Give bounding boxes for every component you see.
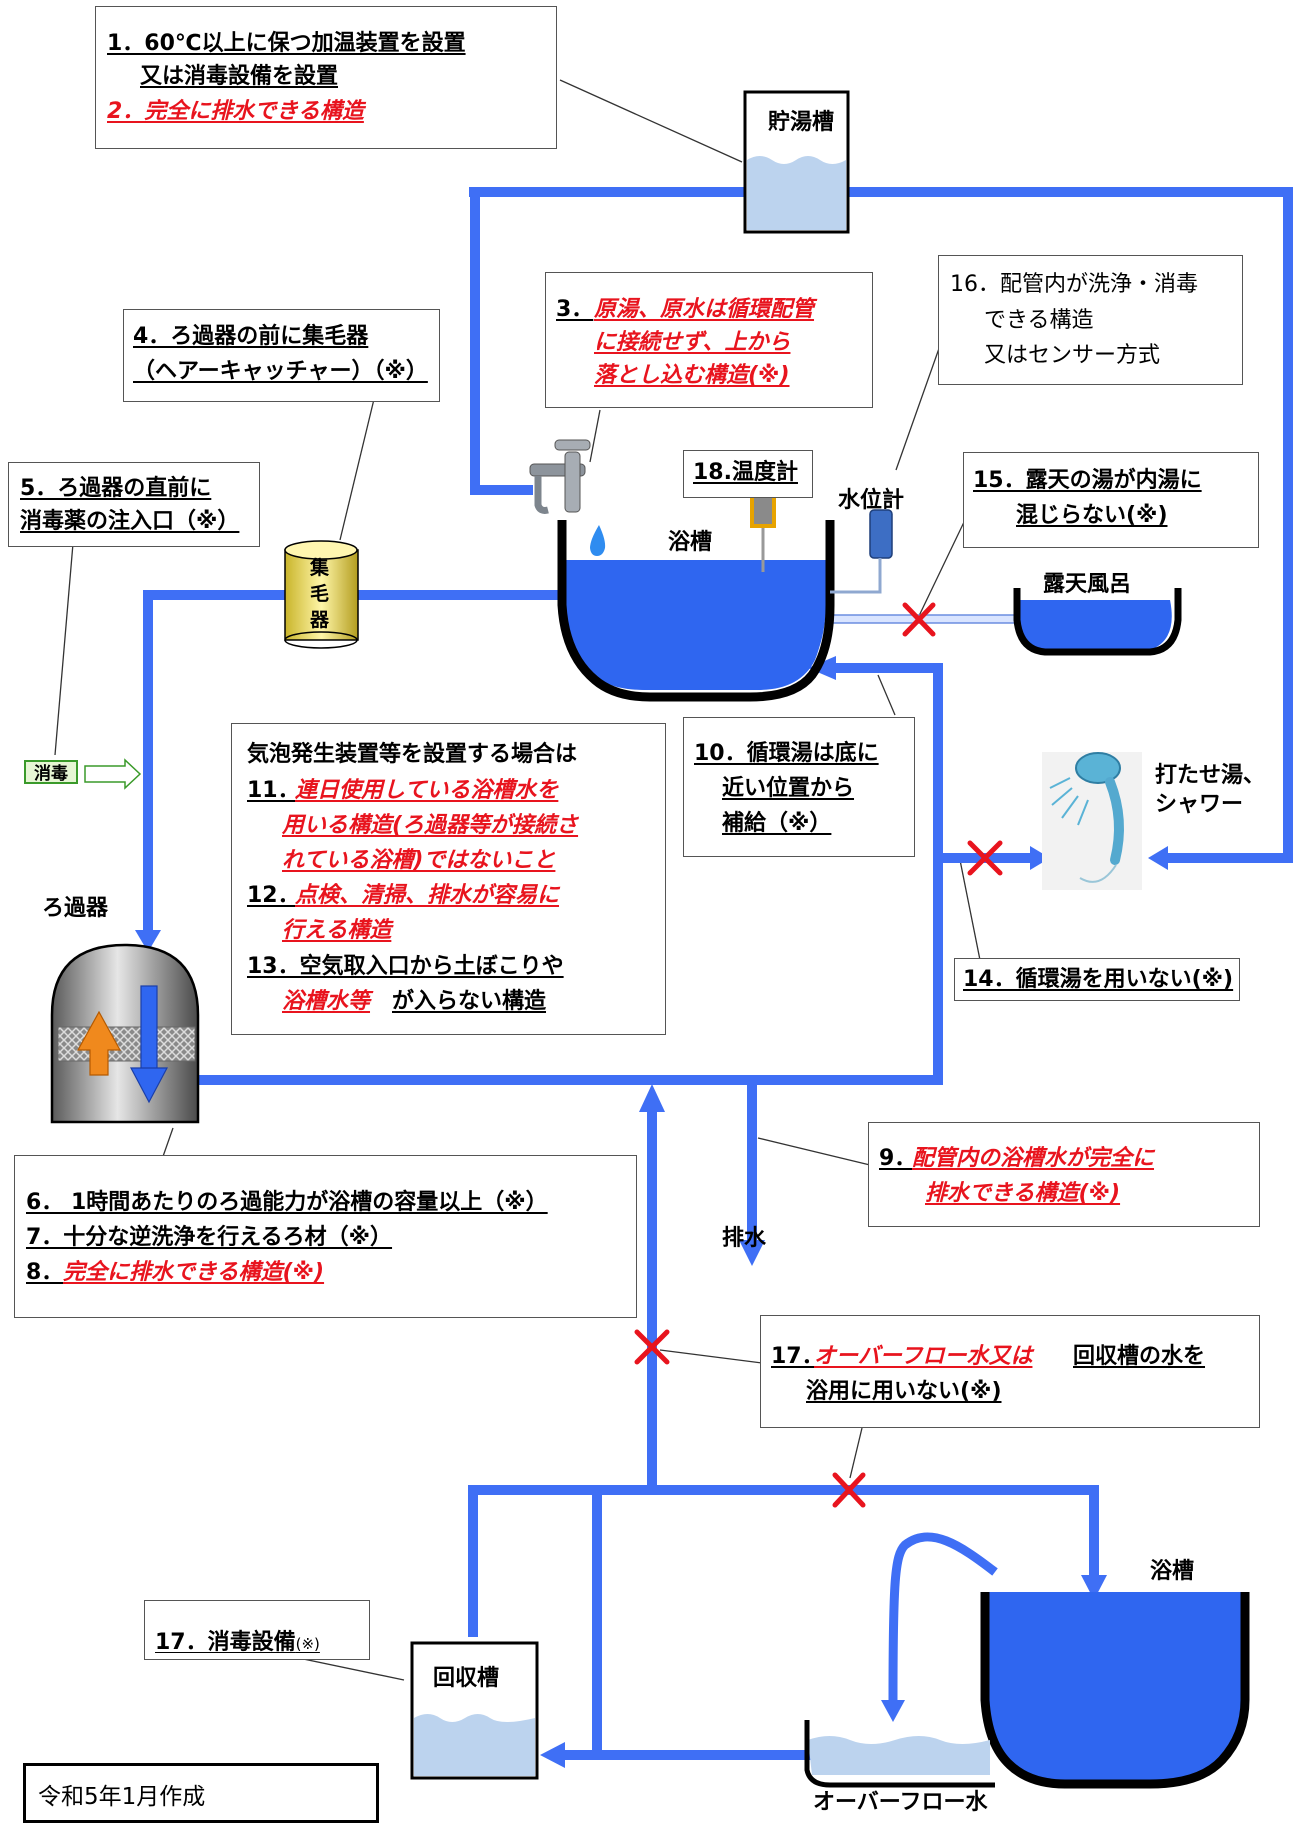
note-box-17b	[144, 1600, 370, 1660]
note-box-15	[963, 452, 1259, 548]
note-18: 18.温度計	[693, 460, 798, 485]
bathtub-2	[980, 1592, 1250, 1789]
note-5-line-1: 5．ろ過器の直前に	[20, 476, 212, 501]
main-bathtub	[557, 515, 835, 702]
note-9-line-1: 配管内の浴槽水が完全に	[912, 1146, 1155, 1171]
note-12-line-2: 行える構造	[282, 918, 392, 943]
note-8: 完全に排水できる構造(※)	[63, 1260, 325, 1285]
overflow-tray	[804, 1720, 995, 1788]
note-10-line-3: 補給（※）	[722, 811, 832, 836]
note-7: 7．十分な逆洗浄を行えるろ材（※）	[26, 1225, 393, 1250]
note-13-line-1: 13．空気取入口から土ぼこりや	[247, 954, 564, 979]
note-17a-number: 17．	[771, 1344, 824, 1369]
recovery-tank	[410, 1641, 539, 1780]
label-disinfect: 消毒	[24, 760, 78, 784]
note-box-1	[95, 6, 557, 149]
note-12-number: 12．	[247, 883, 300, 908]
cross-outdoor	[902, 602, 936, 637]
note-10-line-2: 近い位置から	[722, 776, 855, 801]
cross-recovery	[634, 1329, 670, 1365]
note-1-line-2: 又は消毒設備を設置	[140, 64, 339, 89]
note-box-4	[123, 309, 440, 402]
note-16-line-2: できる構造	[984, 308, 1094, 333]
note-4-line-1: 4．ろ過器の前に集毛器	[133, 324, 369, 349]
note-box-18	[683, 450, 813, 498]
note-box-14	[954, 958, 1240, 1001]
note-box-16	[938, 255, 1243, 385]
note-box-10	[683, 717, 915, 857]
shower-head-icon	[1042, 752, 1142, 890]
created-date: 令和5年1月作成	[38, 1784, 206, 1810]
note-17b-small: (※)	[295, 1635, 320, 1653]
overflow-pipe-arc	[888, 1532, 998, 1701]
note-17a-line-2: 浴用に用いない(※)	[806, 1379, 1002, 1404]
note-11-number: 11．	[247, 778, 300, 803]
note-15-line-1: 15．露天の湯が内湯に	[973, 468, 1202, 493]
note-11-line-3: れている浴槽)ではないこと	[282, 848, 556, 873]
note-box-17a	[760, 1315, 1260, 1428]
cross-shower	[967, 840, 1003, 876]
note-11-line-2: 用いる構造(ろ過器等が接続さ	[282, 813, 579, 838]
note-box-bubble	[231, 723, 666, 1035]
note-12-line-1: 点検、清掃、排水が容易に	[295, 883, 560, 908]
bubble-title: 気泡発生装置等を設置する場合は	[247, 742, 578, 767]
note-2: 2．完全に排水できる構造	[107, 99, 364, 124]
red-crosses	[634, 602, 1003, 1508]
label-filter: ろ過器	[42, 896, 109, 921]
note-14: 14．循環湯を用いない(※)	[963, 967, 1234, 992]
arrow-heads	[135, 656, 1168, 1768]
note-box-5	[8, 462, 260, 547]
note-9-line-2: 排水できる構造(※)	[925, 1181, 1121, 1206]
note-3-number: 3．	[556, 297, 594, 322]
note-17b-main: 17．消毒設備	[155, 1630, 296, 1655]
note-17b: 17．消毒設備(※)	[155, 1626, 320, 1666]
label-drain: 排水	[722, 1226, 767, 1251]
note-box-3	[545, 272, 873, 408]
note-3-line-1: 原湯、原水は循環配管	[594, 297, 815, 322]
water-level-gauge-icon	[830, 509, 893, 594]
label-water-level: 水位計	[838, 488, 905, 513]
storage-tank	[743, 90, 850, 234]
filter-icon	[50, 943, 200, 1124]
label-overflow-water: オーバーフロー水	[813, 1790, 988, 1815]
note-10-line-1: 10．循環湯は底に	[694, 741, 879, 766]
label-bathtub: 浴槽	[668, 530, 713, 555]
note-4-line-2: （ヘアーキャッチャー）（※）	[133, 359, 428, 384]
label-outdoor-bath: 露天風呂	[1043, 572, 1132, 597]
label-hair-catcher: 集毛器	[310, 557, 330, 631]
note-16-line-3: 又はセンサー方式	[984, 343, 1161, 368]
label-bathtub-2: 浴槽	[1150, 1559, 1195, 1584]
hair-catcher-icon	[284, 540, 359, 649]
note-1-line-1: 1．60℃以上に保つ加温装置を設置	[107, 31, 466, 56]
outdoor-bath	[1013, 588, 1182, 656]
leader-lines	[54, 79, 981, 1681]
cross-overflow	[832, 1472, 866, 1508]
disinfect-arrow-icon	[84, 758, 142, 790]
label-shower-2: シャワー	[1155, 792, 1244, 817]
note-3-line-3: 落とし込む構造(※)	[594, 363, 790, 388]
note-8-number: 8．	[26, 1260, 64, 1285]
note-9-number: 9．	[879, 1146, 917, 1171]
thermometer-icon	[750, 494, 776, 572]
label-shower-1: 打たせ湯、	[1155, 763, 1266, 788]
note-15-line-2: 混じらない(※)	[1016, 503, 1168, 528]
label-recovery-tank: 回収槽	[433, 1666, 500, 1691]
note-5-line-2: 消毒薬の注入口（※）	[20, 509, 240, 534]
note-box-6-8	[14, 1155, 637, 1318]
note-16-line-1: 16．配管内が洗浄・消毒	[950, 272, 1198, 297]
faucet-icon	[529, 439, 606, 556]
note-6: 6． 1時間あたりのろ過能力が浴槽の容量以上（※）	[26, 1190, 548, 1215]
note-13-line-2-red: 浴槽水等	[282, 989, 371, 1014]
note-13-line-2-rest: が入らない構造	[392, 989, 547, 1014]
note-3-line-2: に接続せず、上から	[594, 330, 791, 355]
pipes	[143, 187, 1293, 1760]
note-17a-red: オーバーフロー水又は	[814, 1344, 1033, 1369]
note-box-9	[868, 1122, 1260, 1227]
label-storage-tank: 貯湯槽	[768, 110, 835, 135]
note-17a-rest: 回収槽の水を	[1073, 1344, 1206, 1369]
note-11-line-1: 連日使用している浴槽水を	[295, 778, 559, 803]
